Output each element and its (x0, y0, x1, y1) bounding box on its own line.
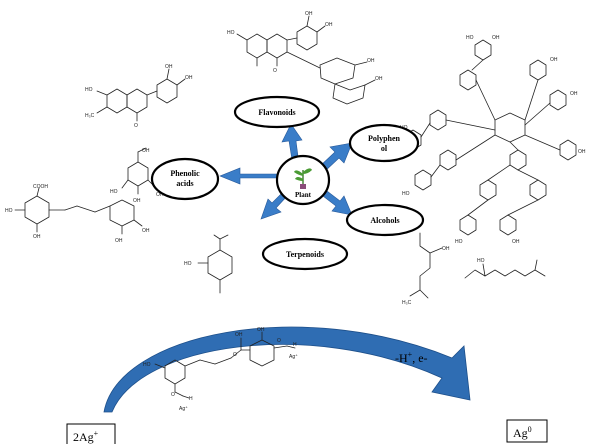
alcohol-structure-2: HO (464, 258, 546, 279)
flavone-oh-label: OH (165, 64, 173, 70)
tannin-oh-label-2: OH (550, 57, 558, 63)
tannin-oh-label: OH (492, 35, 500, 41)
chlorogenic-ho-label: HO (5, 208, 13, 214)
reduction-arrow (103, 326, 471, 413)
tannin-oh-label-3: OH (570, 91, 578, 97)
rosmarinic-ag-label: Ag⁺ (289, 354, 298, 360)
node-plant-label: Plant (295, 191, 312, 199)
flavonoid-oh-label-2: OH (325, 22, 333, 28)
alcohol2-ho-label: HO (477, 258, 485, 264)
chlorogenic-oh-label-3: OH (142, 228, 150, 234)
rosmarinic-o-label: O (233, 352, 237, 358)
alcohol-structure-1: OH H₃C (402, 232, 450, 306)
node-phenolic-label-1: Phenolic (170, 169, 200, 178)
flavonoid-o-label: O (273, 68, 277, 74)
node-polyphenol-label-1: Polyphen (368, 134, 401, 143)
node-alcohols: Alcohols (345, 203, 425, 237)
node-flavonoids-label: Flavonoids (258, 108, 295, 117)
chlorogenic-oh-label: OH (33, 234, 41, 240)
gallic-oh-label-2: OH (156, 192, 164, 198)
chlorogenic-oh-label-2: OH (115, 238, 123, 244)
node-alcohols-label: Alcohols (370, 216, 399, 225)
node-terpenoids-label: Terpenoids (286, 250, 324, 259)
tannin-ho-label: HO (466, 35, 474, 41)
alcohol1-h3c-label: H₃C (402, 300, 412, 306)
chlorogenic-cooh-label: COOH (33, 184, 48, 190)
flavone-ho-label: HO (85, 87, 93, 93)
rosmarinic-o-label-3: O (171, 392, 175, 398)
gallic-oh-label: OH (142, 148, 150, 154)
spoke-arrows (219, 123, 353, 220)
gallic-oh-label-3: OH (133, 198, 141, 204)
alcohol1-oh-label: OH (442, 246, 450, 252)
tannin-structure: HO OH OH OH HO HO OH HO OH (400, 35, 586, 245)
rosmarinic-o-label-2: O (277, 338, 281, 344)
flavone-h3c-label: H₃C (85, 113, 95, 119)
plant-icon (294, 168, 312, 189)
chlorogenic-acid-structure: COOH HO OH OH OH (5, 184, 150, 244)
gallic-ho-label: HO (110, 189, 118, 195)
node-flavonoids: Flavonoids (233, 95, 321, 129)
terpenoid-ho-label: HO (184, 261, 192, 267)
tannin-oh-label-5: OH (512, 239, 520, 245)
reactant-box: 2Ag+ (66, 423, 116, 444)
rosmarinic-h-label: H (293, 342, 297, 348)
product-label: Ag0 (513, 425, 532, 440)
flavonoid-ho-label: HO (227, 30, 235, 36)
reaction-conditions: -H+, e- (395, 350, 428, 365)
node-plant-center: Plant (275, 154, 331, 206)
gallic-acid-structure: OH HO OH OH (110, 147, 164, 204)
flavone-structure: HO H₃C OH OH O (85, 64, 193, 129)
flavone-oh-label-2: OH (185, 75, 193, 81)
node-polyphenol-label-2: ol (381, 144, 388, 153)
node-phenolic-label-2: acids (176, 179, 193, 188)
flavonoid-glycoside-structure: HO OH OH O OH OH (227, 11, 383, 105)
rosmarinic-h-label-2: H (189, 396, 193, 402)
rosmarinic-ag-label-2: Ag⁺ (179, 406, 188, 412)
tannin-ho-label-3: HO (402, 191, 410, 197)
tannin-oh-label-4: OH (578, 149, 586, 155)
rosmarinic-ho-label: HO (143, 362, 151, 368)
flavone-o-label: O (134, 123, 138, 129)
rosmarinic-acid-structure: HO OH O OH O H Ag⁺ O H Ag⁺ (143, 327, 298, 412)
arrow-to-phenolic (219, 167, 286, 185)
node-terpenoids: Terpenoids (261, 237, 349, 271)
rosmarinic-oh-label: OH (235, 332, 243, 338)
tannin-ho-label-4: HO (455, 239, 463, 245)
sugar-oh-label: OH (367, 58, 375, 64)
product-box: Ag0 (506, 419, 548, 443)
flavonoid-oh-label: OH (305, 11, 313, 17)
node-polyphenol: Polyphen ol (348, 123, 420, 163)
terpenoid-structure: HO (184, 234, 233, 294)
rosmarinic-oh-label-2: OH (257, 327, 265, 333)
node-phenolic-acids: Phenolic acids (150, 157, 220, 201)
reactant-label: 2Ag+ (73, 429, 99, 444)
sugar-oh-label-2: OH (375, 76, 383, 82)
